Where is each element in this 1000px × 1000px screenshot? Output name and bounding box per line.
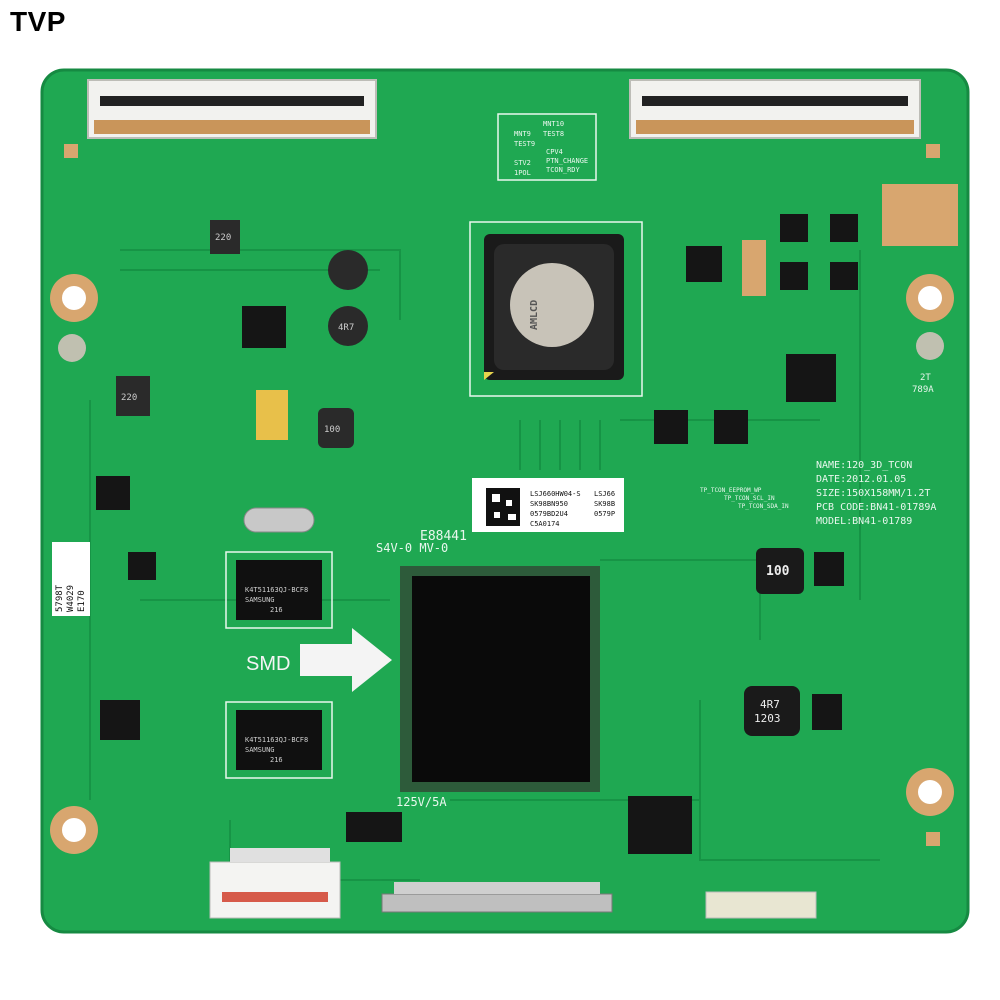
test-label-e: CPV4 [546, 148, 563, 156]
test-label-g: STV2 [514, 159, 531, 167]
top-left-connector [87, 79, 377, 139]
test-label-h: TCON_RDY [546, 166, 581, 174]
inductor-label-100a: 100 [324, 425, 340, 435]
fuse-rating-label: 125V/5A [396, 795, 447, 809]
memory-code-bottom: K4T51163QJ-BCF8 [245, 736, 308, 744]
sticker-side-2: SK98B [594, 500, 615, 508]
brand-label: TVP [10, 6, 66, 37]
memory-lot-top: 216 [270, 606, 283, 614]
ffc-connector-right [705, 891, 817, 919]
top-right-connector [629, 79, 921, 139]
copper-strips [256, 240, 766, 440]
sticker-line-1: LSJ660HW04-S [530, 490, 581, 498]
inductor-label-220b: 220 [121, 393, 137, 403]
board-date-label: DATE:2012.01.05 [816, 474, 906, 485]
memory-brand-bottom: SAMSUNG [245, 746, 275, 754]
sticker-side-1: LSJ66 [594, 490, 615, 498]
barcode-sticker: LSJ660HW04-S SK98BN950 0579BD2U4 C5A0174… [472, 478, 624, 532]
memory-brand-top: SAMSUNG [245, 596, 275, 604]
tp-label-1: TP_TCON_EEPROM_WP [700, 487, 762, 494]
ul-cert-label: E88441 [420, 529, 467, 544]
tp-label-2: TP_TCON_SCL_IN [724, 495, 775, 502]
main-processor: AMLCD [469, 221, 643, 397]
timing-controller-chip [400, 566, 600, 792]
smd-label: SMD [246, 653, 290, 675]
mounting-holes [50, 274, 954, 854]
memory-chip-bottom: SAMSUNG K4T51163QJ-BCF8 216 [225, 701, 333, 779]
test-label-i: 1POL [514, 169, 531, 177]
corner-pads [64, 144, 958, 846]
main-chip-brand: AMLCD [529, 300, 540, 330]
board-pcb-code-label: PCB CODE:BN41-01789A [816, 502, 936, 513]
board-description: NAME:120_3D_TCON DATE:2012.01.05 SIZE:15… [816, 460, 936, 527]
side-sticker-line-1: 5798T [55, 584, 65, 612]
inductor-label-1203: 1203 [754, 712, 781, 725]
crystal-oscillator [243, 507, 315, 533]
memory-code-top: K4T51163QJ-BCF8 [245, 586, 308, 594]
inductor-label-4r7b: 4R7 [760, 698, 780, 711]
test-label-c: MNT9 [514, 130, 531, 138]
memory-lot-bottom: 216 [270, 756, 283, 764]
board-size-label: SIZE:150X158MM/1.2T [816, 488, 930, 499]
ul-rev-label: S4V-0 MV-0 [376, 541, 448, 555]
sticker-line-2: SK98BN950 [530, 500, 568, 508]
side-sticker: 5798T W4029 E170 [52, 542, 90, 616]
test-label-a: MNT10 [543, 120, 564, 128]
inductor-label-220a: 220 [215, 233, 231, 243]
inductor-label-4r7a: 4R7 [338, 323, 354, 333]
smd-arrow: SMD [246, 628, 392, 692]
sticker-line-3: 0579BD2U4 [530, 510, 568, 518]
memory-chip-top: SAMSUNG K4T51163QJ-BCF8 216 [225, 551, 333, 629]
test-label-d: TEST9 [514, 140, 535, 148]
sticker-side-3: 0579P [594, 510, 615, 518]
power-connector [209, 848, 341, 919]
sticker-line-4: C5A0174 [530, 520, 560, 528]
board-model-label: MODEL:BN41-01789 [816, 516, 912, 527]
side-sticker-line-2: W4029 [66, 585, 76, 612]
board-name-label: NAME:120_3D_TCON [816, 460, 912, 471]
test-label-b: TEST8 [543, 130, 564, 138]
test-label-f: PTN_CHANGE [546, 157, 588, 165]
inductors: 220 220 4R7 100 100 4R7 1203 [116, 220, 804, 736]
corner-mark-789a: 789A [912, 385, 934, 395]
small-ics [96, 214, 858, 854]
tp-label-3: TP_TCON_SDA_IN [738, 503, 789, 510]
bottom-ribbon-connector [381, 882, 613, 913]
inductor-label-100b: 100 [766, 564, 790, 579]
corner-mark-2t: 2T [920, 373, 931, 383]
side-sticker-line-3: E170 [77, 590, 87, 612]
qr-code [486, 488, 520, 526]
